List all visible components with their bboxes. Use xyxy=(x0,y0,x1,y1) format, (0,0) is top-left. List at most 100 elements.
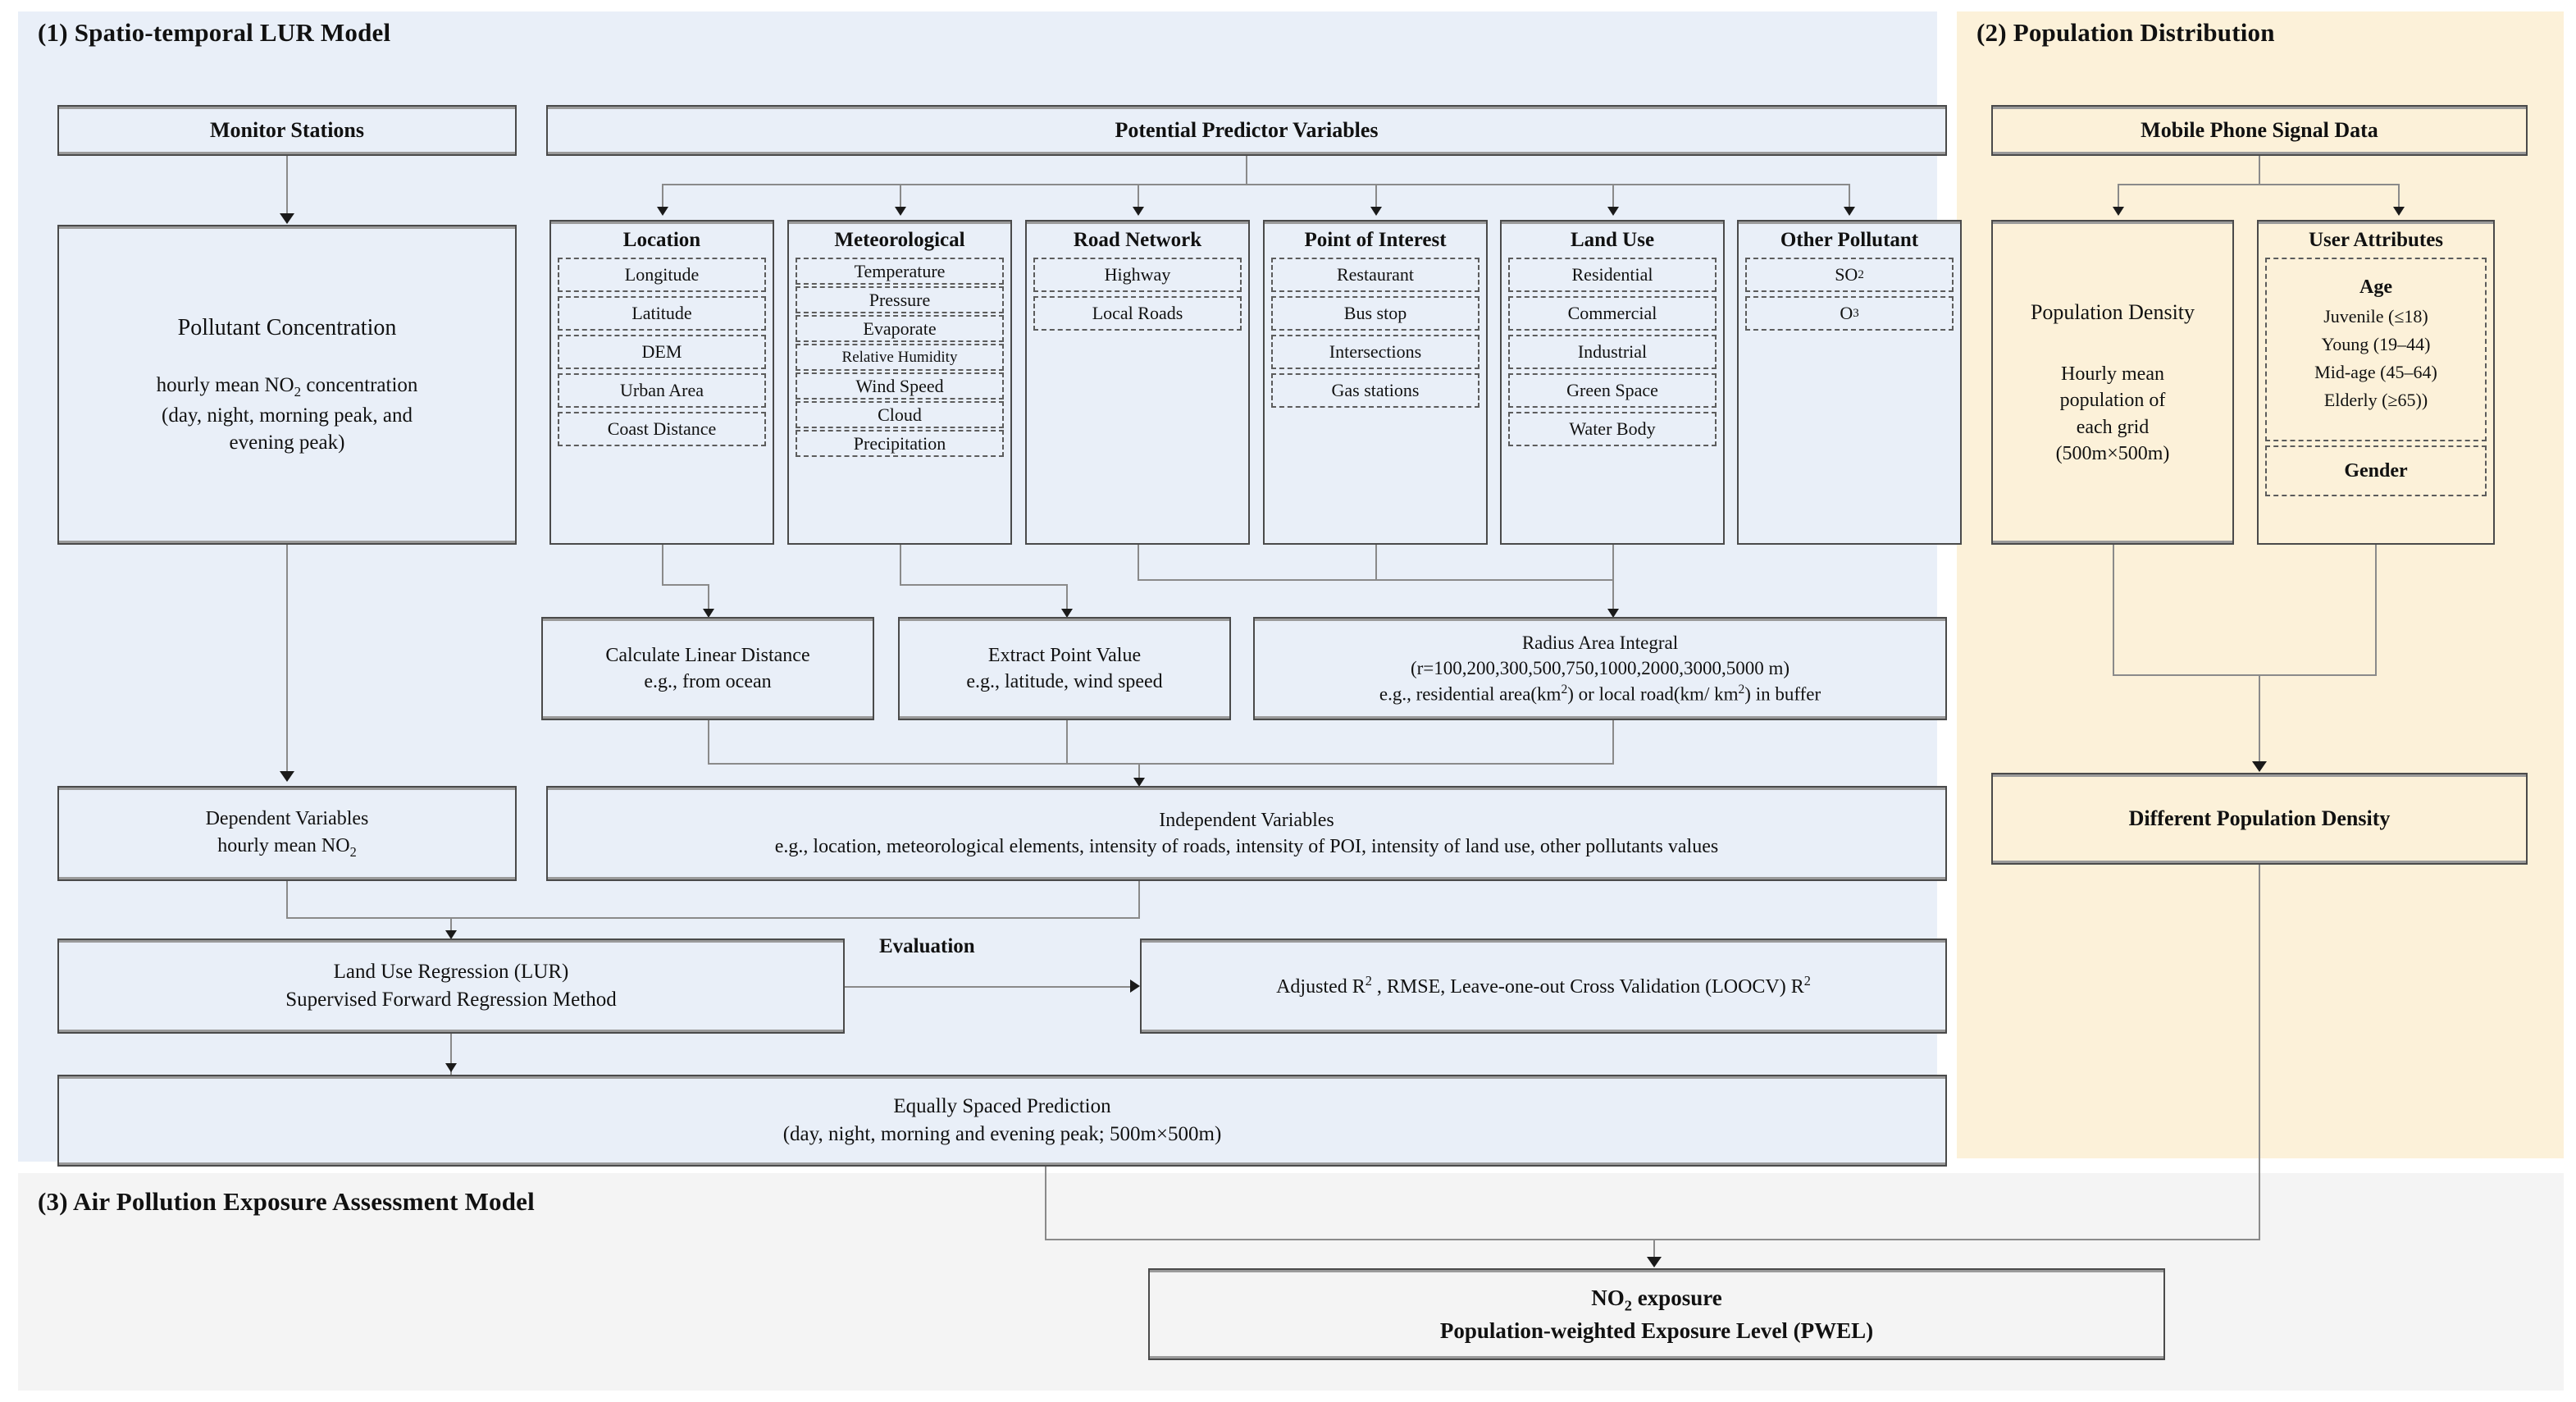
item-highway[interactable]: Highway xyxy=(1033,258,1242,292)
box-radius-area-integral[interactable]: Radius Area Integral (r=100,200,300,500,… xyxy=(1253,617,1947,720)
connector-meteorological-down xyxy=(900,545,901,586)
item-evaporate[interactable]: Evaporate xyxy=(796,315,1004,342)
arrow-to-lur-regression xyxy=(445,930,457,939)
connector-vars-bus xyxy=(286,917,1140,919)
pollutant-title: Pollutant Concentration xyxy=(177,314,397,340)
group-age[interactable]: Age Juvenile (≤18) Young (19–44) Mid-age… xyxy=(2265,258,2487,441)
item-temperature[interactable]: Temperature xyxy=(796,258,1004,285)
connector-signal-bus xyxy=(2118,184,2400,185)
item-urban-area[interactable]: Urban Area xyxy=(558,373,766,408)
independent-line2: e.g., location, meteorological elements,… xyxy=(774,836,1719,857)
box-different-population-density[interactable]: Different Population Density xyxy=(1991,773,2528,865)
connector-population-stem xyxy=(2259,674,2260,771)
box-evaluation-metrics[interactable]: Adjusted R2 , RMSE, Leave-one-out Cross … xyxy=(1140,938,1947,1034)
population-density-line4: (500m×500m) xyxy=(2055,442,2170,464)
item-dem[interactable]: DEM xyxy=(558,335,766,369)
arrow-to-other-pollutant xyxy=(1844,207,1855,216)
connector-ops-stem xyxy=(1138,763,1140,784)
connector-poi-down xyxy=(1375,545,1377,581)
user-attributes-title: User Attributes xyxy=(2308,229,2444,251)
connector-exposure-stem xyxy=(1653,1239,1655,1263)
pollutant-line2: (day, night, morning peak, and xyxy=(162,404,413,427)
category-meteorological[interactable]: Meteorological Temperature Pressure Evap… xyxy=(787,220,1012,545)
box-equally-spaced-prediction[interactable]: Equally Spaced Prediction (day, night, m… xyxy=(57,1075,1947,1167)
prediction-line1: Equally Spaced Prediction xyxy=(893,1095,1111,1118)
extract-point-line2: e.g., latitude, wind speed xyxy=(966,671,1163,692)
item-commercial[interactable]: Commercial xyxy=(1508,296,1717,331)
evaluation-metrics-text: Adjusted R2 , RMSE, Leave-one-out Cross … xyxy=(1276,972,1811,998)
item-relative-humidity[interactable]: Relative Humidity xyxy=(796,344,1004,371)
category-meteorological-title: Meteorological xyxy=(834,229,965,251)
item-coast-distance[interactable]: Coast Distance xyxy=(558,412,766,446)
category-point-of-interest[interactable]: Point of Interest Restaurant Bus stop In… xyxy=(1263,220,1488,545)
box-user-attributes[interactable]: User Attributes Age Juvenile (≤18) Young… xyxy=(2257,220,2495,545)
connector-lur-to-evaluation xyxy=(845,986,1132,988)
item-water-body[interactable]: Water Body xyxy=(1508,412,1717,446)
box-calculate-linear-distance[interactable]: Calculate Linear Distance e.g., from oce… xyxy=(541,617,874,720)
box-no2-exposure-result[interactable]: NO2 exposure Population-weighted Exposur… xyxy=(1148,1268,2165,1360)
box-population-density[interactable]: Population Density Hourly mean populatio… xyxy=(1991,220,2234,545)
connector-to-poi xyxy=(1375,184,1377,213)
connector-op1-down xyxy=(708,720,709,765)
connector-predictors-bus xyxy=(662,184,1849,185)
prediction-line2: (day, night, morning and evening peak; 5… xyxy=(782,1123,1222,1145)
connector-prediction-down xyxy=(1045,1167,1046,1240)
item-longitude[interactable]: Longitude xyxy=(558,258,766,292)
regression-line1: Land Use Regression (LUR) xyxy=(333,961,569,984)
category-location[interactable]: Location Longitude Latitude DEM Urban Ar… xyxy=(549,220,774,545)
radius-line2: (r=100,200,300,500,750,1000,2000,3000,50… xyxy=(1410,658,1790,679)
box-monitor-stations[interactable]: Monitor Stations xyxy=(57,105,517,156)
panel-title-population: (2) Population Distribution xyxy=(1976,18,2275,47)
item-industrial[interactable]: Industrial xyxy=(1508,335,1717,369)
connector-to-land-use xyxy=(1612,184,1614,213)
population-density-title: Population Density xyxy=(2030,299,2195,324)
item-cloud[interactable]: Cloud xyxy=(796,401,1004,428)
item-residential[interactable]: Residential xyxy=(1508,258,1717,292)
category-road-network[interactable]: Road Network Highway Local Roads xyxy=(1025,220,1250,545)
item-pressure[interactable]: Pressure xyxy=(796,286,1004,313)
item-green-space[interactable]: Green Space xyxy=(1508,373,1717,408)
box-dependent-variables[interactable]: Dependent Variables hourly mean NO2 xyxy=(57,786,517,881)
item-precipitation[interactable]: Precipitation xyxy=(796,430,1004,457)
item-latitude[interactable]: Latitude xyxy=(558,296,766,331)
connector-op3-down xyxy=(1612,720,1614,765)
connector-population-to-exposure xyxy=(2259,865,2260,1240)
connector-pollutant-to-dependent xyxy=(286,545,288,781)
item-restaurant[interactable]: Restaurant xyxy=(1271,258,1479,292)
connector-monitor-to-pollutant xyxy=(286,156,288,223)
panel-title-lur: (1) Spatio-temporal LUR Model xyxy=(38,18,391,47)
age-young: Young (19–44) xyxy=(2321,334,2431,355)
population-density-line1: Hourly mean xyxy=(2061,363,2164,385)
box-extract-point-value[interactable]: Extract Point Value e.g., latitude, wind… xyxy=(898,617,1231,720)
item-local-roads[interactable]: Local Roads xyxy=(1033,296,1242,331)
connector-location-to-op1 xyxy=(708,584,709,615)
connector-attributes-down xyxy=(2375,545,2377,676)
arrow-to-extract-point-value xyxy=(1061,609,1073,618)
evaluation-label: Evaluation xyxy=(879,935,975,957)
connector-meteorological-to-op2 xyxy=(1066,584,1068,615)
box-mobile-phone-signal-data[interactable]: Mobile Phone Signal Data xyxy=(1991,105,2528,156)
item-wind-speed[interactable]: Wind Speed xyxy=(796,372,1004,400)
category-location-title: Location xyxy=(622,229,701,251)
group-gender[interactable]: Gender xyxy=(2265,445,2487,496)
item-intersections[interactable]: Intersections xyxy=(1271,335,1479,369)
item-bus-stop[interactable]: Bus stop xyxy=(1271,296,1479,331)
category-poi-title: Point of Interest xyxy=(1304,229,1447,251)
arrow-to-user-attributes xyxy=(2393,207,2405,216)
box-land-use-regression[interactable]: Land Use Regression (LUR) Supervised For… xyxy=(57,938,845,1034)
connector-op2-down xyxy=(1066,720,1068,765)
box-independent-variables[interactable]: Independent Variables e.g., location, me… xyxy=(546,786,1947,881)
dependent-line1: Dependent Variables xyxy=(205,808,369,830)
category-land-use[interactable]: Land Use Residential Commercial Industri… xyxy=(1500,220,1725,545)
connector-to-road-network xyxy=(1138,184,1139,213)
box-potential-predictor-variables[interactable]: Potential Predictor Variables xyxy=(546,105,1947,156)
box-pollutant-concentration[interactable]: Pollutant Concentration hourly mean NO2 … xyxy=(57,225,517,545)
pollutant-line1: hourly mean NO2 concentration xyxy=(156,373,418,400)
item-gas-stations[interactable]: Gas stations xyxy=(1271,373,1479,408)
connector-road-down xyxy=(1138,545,1139,581)
age-juvenile: Juvenile (≤18) xyxy=(2323,306,2428,327)
